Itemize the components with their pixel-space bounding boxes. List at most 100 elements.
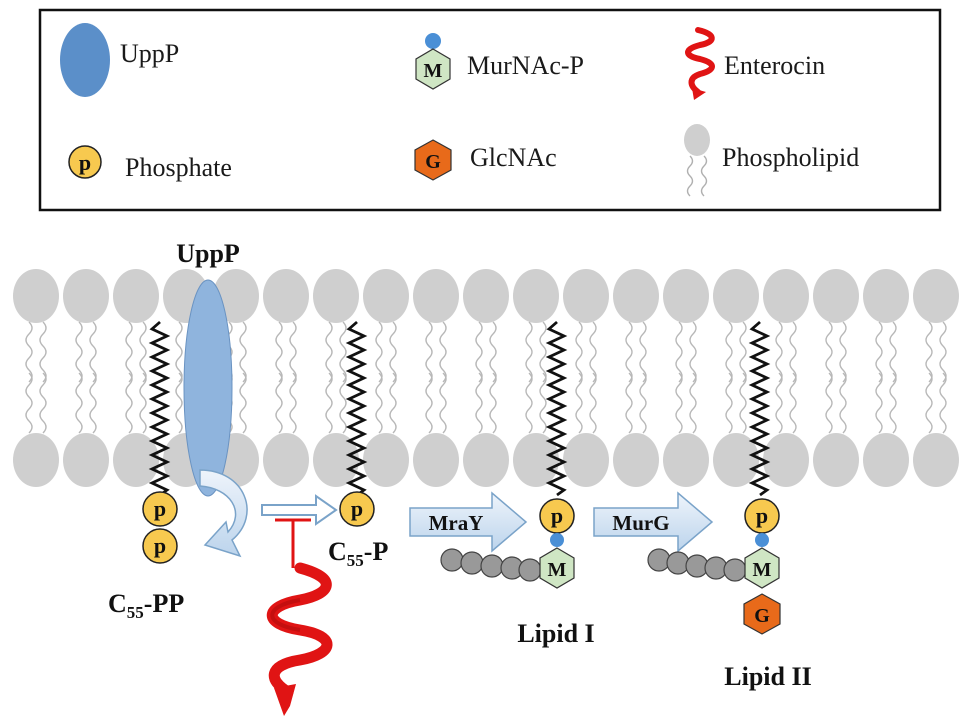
phospholipid-tail: [789, 321, 797, 383]
phospholipid-head-top: [13, 269, 59, 323]
lipid1-murnac: [539, 547, 575, 589]
phospholipid-head-top: [63, 269, 109, 323]
phospholipid-tail: [825, 372, 833, 434]
phospholipid-tail: [639, 372, 647, 434]
phospholipid-head-bottom: [913, 433, 959, 487]
phospholipid-tail: [939, 372, 947, 434]
phospholipid-head-top: [513, 269, 559, 323]
legend-enterocin-label: Enterocin: [724, 51, 825, 80]
phospholipid-tail: [889, 321, 897, 383]
phospholipid-tail: [625, 321, 633, 383]
phospholipid-tail: [775, 321, 783, 383]
phospholipid-head-bottom: [863, 433, 909, 487]
phospholipid-tail: [775, 372, 783, 434]
phospholipid-head-bottom: [713, 433, 759, 487]
phospholipid-head-bottom: [413, 433, 459, 487]
phospholipid-tail: [739, 321, 747, 383]
c55pp-label: C55-PP: [108, 589, 184, 622]
phospholipid-head-bottom: [263, 433, 309, 487]
phospholipid-tail: [825, 321, 833, 383]
lipid1-phosphate-symbol: p: [551, 503, 563, 528]
lipid1-peptide-chain: [440, 548, 542, 582]
phospholipid-tail: [839, 372, 847, 434]
phospholipid-tail: [39, 372, 47, 434]
phosphate-legend-icon: [68, 145, 102, 179]
phospholipid-tail: [639, 321, 647, 383]
phospholipid-head-top: [663, 269, 709, 323]
phospholipid-tail: [125, 321, 133, 383]
phospholipid-head-bottom: [813, 433, 859, 487]
lipid2-murnac-symbol: M: [753, 559, 772, 581]
phospholipid-tail: [239, 372, 247, 434]
murg-label: MurG: [612, 511, 669, 535]
murg-arrow: [593, 491, 714, 553]
legend-glcnac-label: GlcNAc: [470, 143, 557, 172]
phospholipid-head-top: [563, 269, 609, 323]
uppp-protein-label: UppP: [176, 239, 240, 268]
lipid1-label: Lipid I: [517, 619, 594, 648]
c55pp-phosphate-2-symbol: p: [154, 533, 166, 558]
phospholipid-tail: [525, 372, 533, 434]
phospholipid-head-bottom: [363, 433, 409, 487]
phospholipid-tail: [539, 321, 547, 383]
phospholipid-tail: [175, 321, 183, 383]
murnac-legend-symbol: M: [424, 60, 443, 82]
phospholipid-tail: [325, 372, 333, 434]
phospholipid-tail: [575, 372, 583, 434]
phospholipid-tail: [375, 372, 383, 434]
phospholipid-head-bottom: [13, 433, 59, 487]
c55pp-phosphate-1: [142, 491, 178, 527]
uppp-release-arrow: [199, 469, 248, 558]
phospholipid-tail: [725, 321, 733, 383]
phospholipid-head-top: [863, 269, 909, 323]
lipid2-blue-dot: [755, 533, 769, 547]
mray-arrow: [409, 491, 528, 553]
phospholipid-tail: [575, 321, 583, 383]
phospholipid-head-top: [113, 269, 159, 323]
phospholipid-tail: [939, 321, 947, 383]
phospholipid-tail: [725, 372, 733, 434]
lipid2-phosphate-symbol: p: [756, 503, 768, 528]
glcnac-legend-icon: [414, 139, 452, 181]
phospholipid-tail: [339, 372, 347, 434]
lipid2-lipid-chain: [748, 320, 771, 497]
phospholipid-tail: [839, 321, 847, 383]
phospholipid-tail: [89, 372, 97, 434]
phospholipid-tail: [689, 372, 697, 434]
phospholipid-tail: [925, 372, 933, 434]
membrane-bilayer: [13, 269, 959, 487]
enterocin-legend-icon: [685, 27, 715, 100]
uppp-legend-icon: [60, 23, 110, 97]
phospholipid-tail: [75, 372, 83, 434]
lipid2-glcnac-symbol: G: [754, 605, 770, 627]
phospholipid-tail: [475, 321, 483, 383]
phospholipid-tail: [175, 372, 183, 434]
phospholipid-tail: [425, 321, 433, 383]
c55p-phosphate: [339, 491, 375, 527]
phospholipid-tail: [739, 372, 747, 434]
dephosphorylation-arrow: [261, 494, 338, 526]
lipid2-glcnac: [743, 593, 781, 635]
phospholipid-tail: [525, 321, 533, 383]
lipid1-blue-dot: [550, 533, 564, 547]
phospholipid-tail: [239, 321, 247, 383]
phospholipid-tail: [675, 321, 683, 383]
phospholipid-head-bottom: [113, 433, 159, 487]
phospholipid-head-top: [713, 269, 759, 323]
phospholipid-tail: [889, 372, 897, 434]
phospholipid-tail: [489, 321, 497, 383]
phospholipid-tail: [25, 321, 33, 383]
glcnac-legend-symbol: G: [425, 151, 441, 173]
phospholipid-head-top: [813, 269, 859, 323]
phospholipid-tail: [39, 321, 47, 383]
lipid2-label: Lipid II: [724, 662, 811, 691]
phospholipid-tail: [439, 321, 447, 383]
phospholipid-tail: [75, 321, 83, 383]
murnac-legend-icon: [415, 48, 451, 90]
c55p-label: C55-P: [328, 537, 388, 570]
phospholipid-head-top: [913, 269, 959, 323]
murnac-blue-dot-legend: [425, 33, 441, 49]
lipid1-lipid-chain: [545, 320, 568, 497]
phospholipid-tail: [89, 321, 97, 383]
